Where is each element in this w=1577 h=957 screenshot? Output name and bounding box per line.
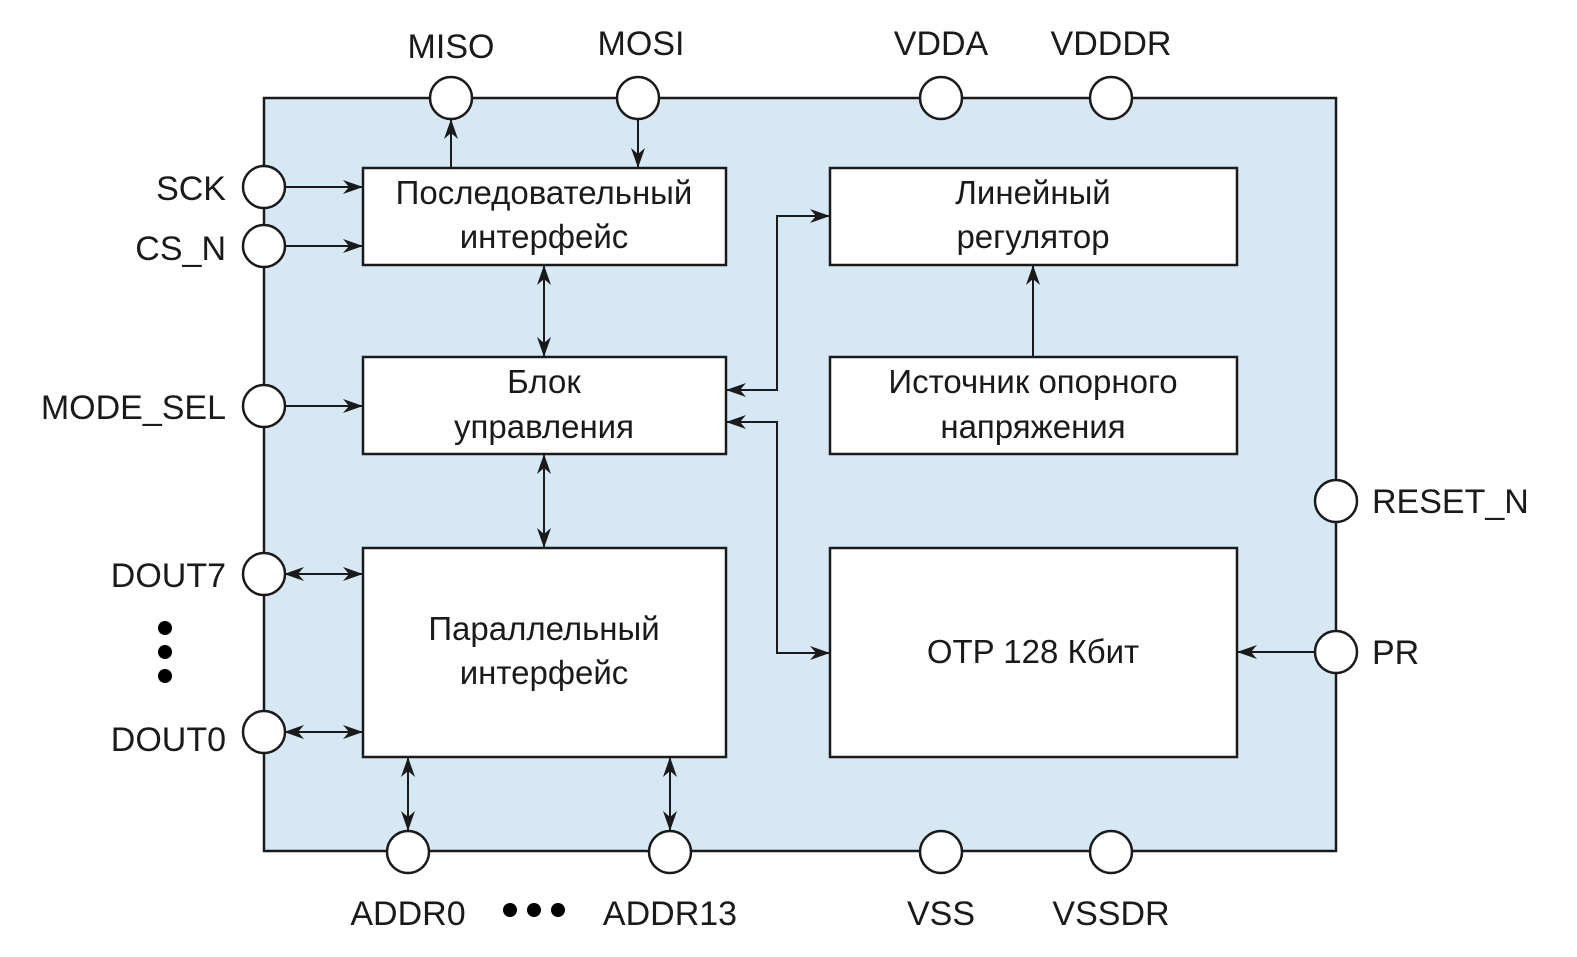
dout-ellipsis-icon [158,621,172,683]
block-reference-line1: Источник опорного [888,363,1177,400]
block-serial-line1: Последовательный [396,174,693,211]
block-voltage-reference: Источник опорного напряжения [828,355,1239,456]
pin-miso [428,75,474,121]
wire-control-otp [726,415,830,660]
pin-label-addr13: ADDR13 [603,895,737,933]
pin-label-dout0: DOUT0 [111,721,226,759]
pin-dout0 [241,709,287,755]
block-otp-label: OTP 128 Кбит [927,633,1139,670]
pin-cs-n [241,223,287,269]
pin-label-vdddr: VDDDR [1051,25,1172,63]
pin-addr0 [385,829,431,875]
pin-label-addr0: ADDR0 [350,895,465,933]
pin-label-reset-n: RESET_N [1372,483,1529,521]
pin-dout7 [241,551,287,597]
block-control-unit: Блок управления [361,355,728,456]
block-reference-line2: напряжения [940,408,1125,445]
pin-mosi [615,75,661,121]
block-serial-line2: интерфейс [460,218,629,255]
pin-label-dout7: DOUT7 [111,557,226,595]
pin-mode-sel [241,383,287,429]
pin-label-cs-n: CS_N [135,230,226,268]
block-control-line1: Блок [507,363,581,400]
pin-label-miso: MISO [408,28,495,66]
pin-label-sck: SCK [156,170,226,208]
pin-reset-n [1313,478,1359,524]
pin-addr13 [647,829,693,875]
block-parallel-line2: интерфейс [460,654,629,691]
block-parallel-interface: Параллельный интерфейс [361,546,728,759]
pin-vdddr [1088,75,1134,121]
pin-vssdr [1088,829,1134,875]
block-control-line2: управления [454,408,634,445]
block-linear-regulator: Линейный регулятор [828,166,1239,267]
pin-label-vssdr: VSSDR [1052,895,1169,933]
pin-label-vss: VSS [907,895,975,933]
addr-ellipsis-icon [503,903,565,917]
pin-pr [1313,629,1359,675]
wire-control-regulator [726,209,830,397]
pin-label-mode-sel: MODE_SEL [41,389,226,427]
block-serial-interface: Последовательный интерфейс [361,166,728,267]
block-otp-memory: OTP 128 Кбит [828,546,1239,759]
pin-label-mosi: MOSI [598,25,685,63]
pin-vdda [918,75,964,121]
pin-label-pr: PR [1372,634,1419,672]
pin-label-vdda: VDDA [894,25,989,63]
pin-sck [241,164,287,210]
block-regulator-line2: регулятор [956,218,1109,255]
block-regulator-line1: Линейный [955,174,1110,211]
pin-vss [918,829,964,875]
block-parallel-line1: Параллельный [428,610,659,647]
